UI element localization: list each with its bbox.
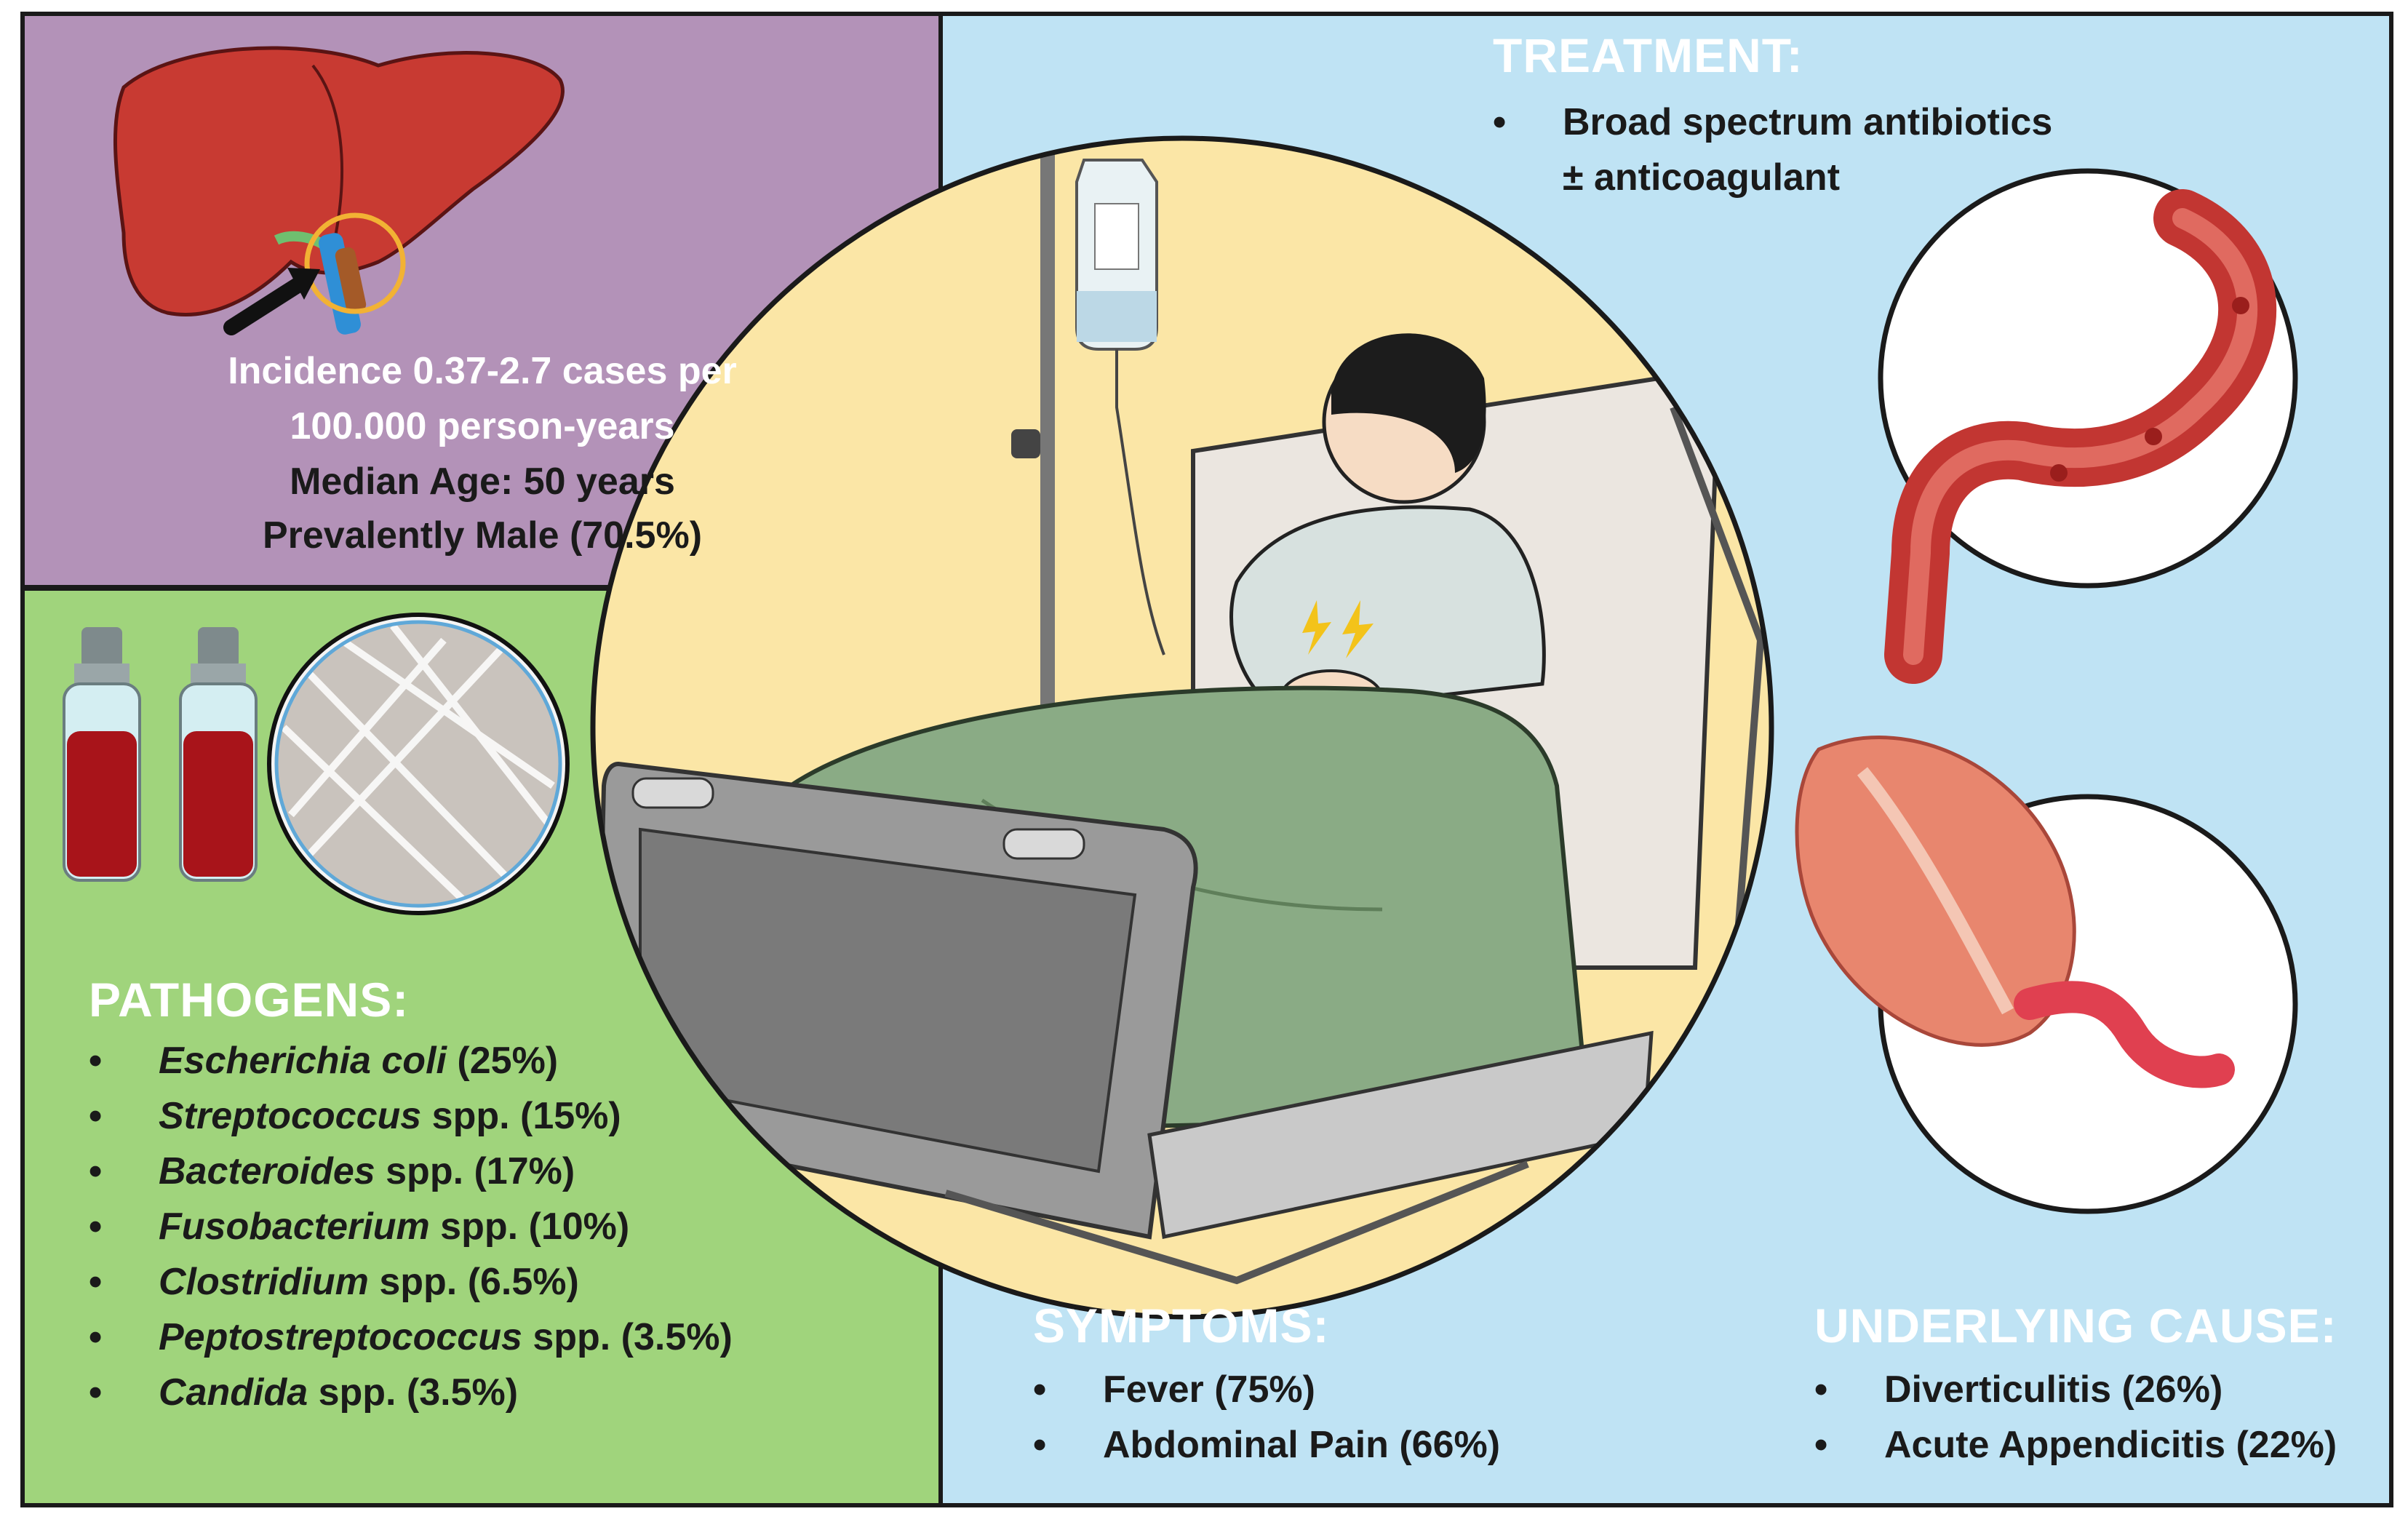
appendix-appendicitis-icon <box>1795 736 2298 1214</box>
incidence-line2: 100.000 person-years <box>290 405 675 447</box>
sex-prevalence: Prevalently Male (70.5%) <box>262 514 703 557</box>
underlying-cause-title: UNDERLYING CAUSE: <box>1814 1299 2337 1352</box>
petri-dish-icon <box>267 613 570 915</box>
patient-bed-illustration <box>590 135 1774 1320</box>
treatment-title: TREATMENT: <box>1493 28 1803 82</box>
colon-diverticulitis-icon <box>1878 168 2298 684</box>
pathogens-title: PATHOGENS: <box>89 973 410 1027</box>
median-age: Median Age: 50 years <box>290 461 675 503</box>
symptoms-title: SYMPTOMS: <box>1033 1299 1330 1352</box>
blood-culture-vial-icon <box>63 627 141 882</box>
incidence-line1: Incidence 0.37-2.7 cases per <box>228 350 737 392</box>
blood-culture-vial-icon <box>179 627 258 882</box>
liver-icon <box>113 46 565 335</box>
